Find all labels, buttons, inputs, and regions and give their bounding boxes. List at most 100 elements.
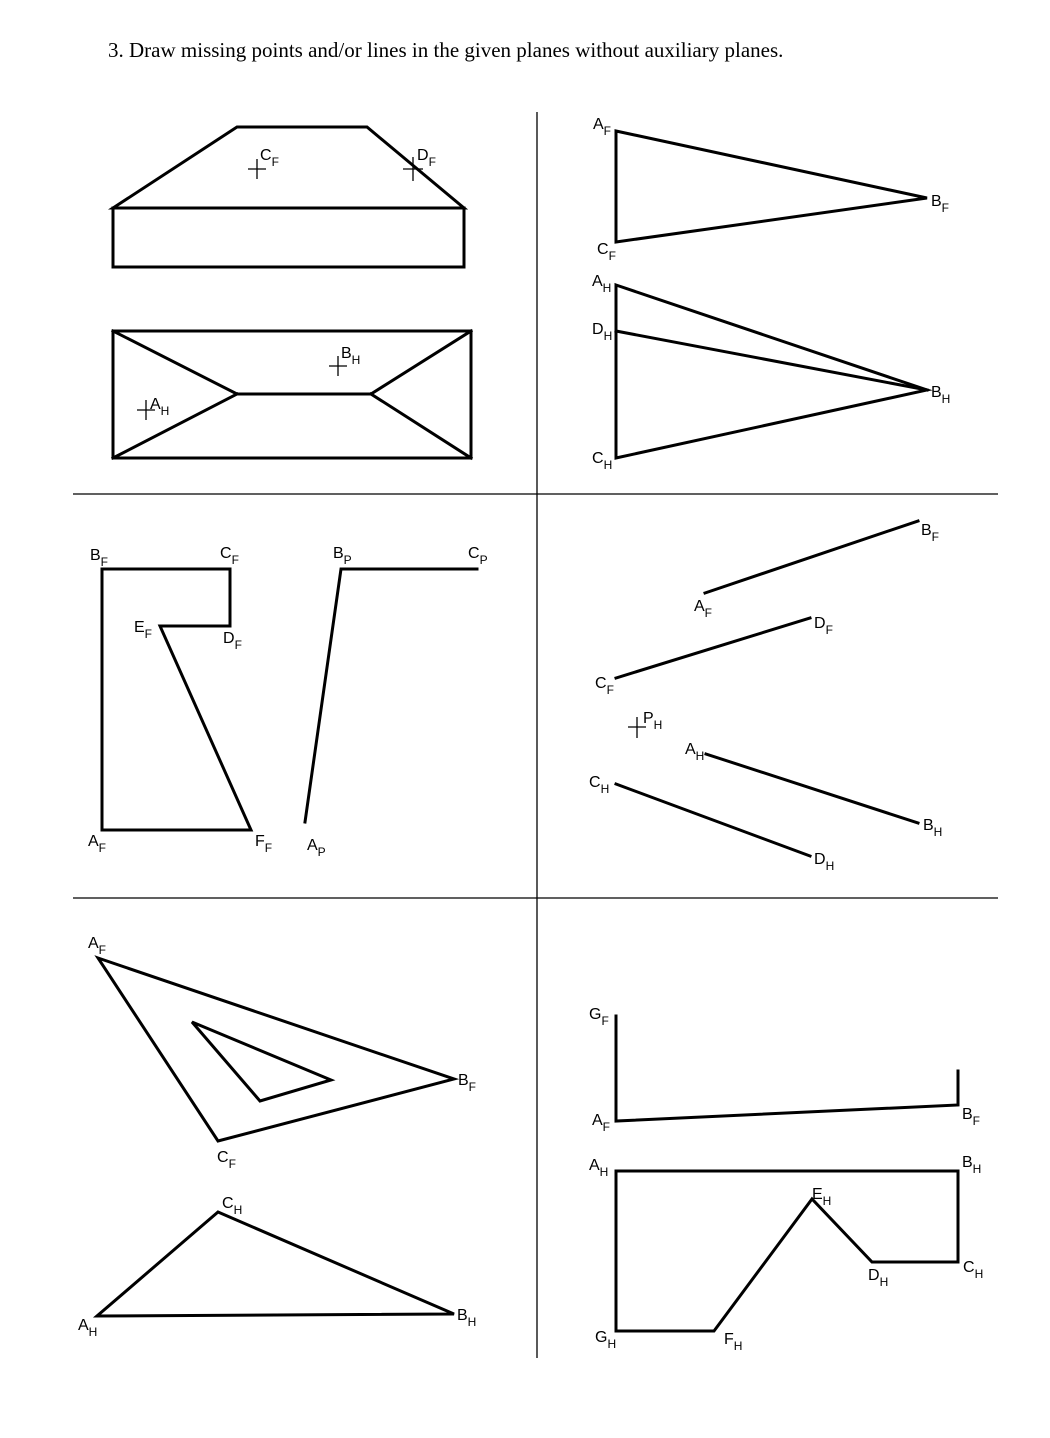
- svg-text:DH: DH: [592, 321, 612, 343]
- p3-front-polygon: [100, 567, 254, 832]
- p5-front-inner-triangle: [190, 1020, 336, 1103]
- p2-ch-label: C: [592, 450, 604, 467]
- svg-text:AF: AF: [592, 1112, 610, 1134]
- p4-af-label: A: [694, 598, 705, 615]
- p5-front-outer-triangle: [94, 955, 460, 1143]
- svg-text:FF: FF: [255, 833, 272, 855]
- p2-bh-label: B: [931, 384, 942, 401]
- p4-ch-label: C: [589, 774, 601, 791]
- p6-top-polygon: [614, 1169, 960, 1333]
- p4-df-label: D: [814, 615, 826, 632]
- svg-text:BH: BH: [457, 1307, 476, 1329]
- panel-3: BF CF EF DF AF FF BP CP AP: [88, 545, 488, 859]
- svg-text:AP: AP: [307, 837, 326, 859]
- p5-ch-label: C: [222, 1195, 234, 1212]
- svg-text:CF: CF: [597, 241, 616, 263]
- svg-text:AH: AH: [589, 1157, 608, 1179]
- panel-5: AF BF CF CH AH BH: [78, 935, 476, 1339]
- p6-front-polyline: [614, 1014, 960, 1123]
- svg-text:AF: AF: [694, 598, 712, 620]
- svg-text:BF: BF: [458, 1072, 476, 1094]
- p3-cf-label: C: [220, 545, 232, 562]
- p5-ah-label: A: [78, 1317, 89, 1334]
- p4-ah-label: A: [685, 741, 696, 758]
- p3-bf-label: B: [90, 547, 101, 564]
- p6-ch-label: C: [963, 1259, 975, 1276]
- p6-bf-label: B: [962, 1106, 973, 1123]
- p4-top-line-cd: [614, 782, 812, 858]
- svg-text:DF: DF: [417, 147, 436, 169]
- p6-gf-label: G: [589, 1006, 601, 1023]
- svg-text:BH: BH: [923, 817, 942, 839]
- p5-top-triangle: [92, 1210, 455, 1318]
- p1-bh-label: B: [341, 345, 352, 362]
- p4-top-line-ab: [704, 752, 920, 825]
- p1-cf-label: C: [260, 147, 272, 164]
- p3-df-label: D: [223, 630, 235, 647]
- p1-df-label: D: [417, 147, 429, 164]
- panel-2: AF BF CF AH DH BH CH: [592, 116, 950, 472]
- panel-6: G F AF BF AH BH EH CH DH GH FH: [589, 1006, 983, 1353]
- svg-text:AH: AH: [78, 1317, 97, 1339]
- svg-text:CH: CH: [222, 1195, 242, 1217]
- p5-bf-label: B: [458, 1072, 469, 1089]
- svg-text:DH: DH: [814, 851, 834, 873]
- p1-ah-label: A: [150, 396, 161, 413]
- p3-ff-label: F: [255, 833, 265, 850]
- p4-front-line-ab: [703, 519, 920, 595]
- p6-fh-label: F: [724, 1331, 734, 1348]
- p2-ah-label: A: [592, 273, 603, 290]
- p1-top-lower-right-edge: [368, 391, 474, 461]
- panel-1: CF DF BH AH: [107, 125, 474, 461]
- p5-bh-label: B: [457, 1307, 468, 1324]
- svg-text:CP: CP: [468, 545, 488, 567]
- p4-bh-label: B: [923, 817, 934, 834]
- svg-text:CF: CF: [217, 1149, 236, 1171]
- svg-text:DF: DF: [814, 615, 833, 637]
- p1-front-base: [111, 206, 466, 269]
- p3-profile-lines: [303, 567, 479, 824]
- svg-text:CH: CH: [589, 774, 609, 796]
- p6-bh-label: B: [962, 1154, 973, 1171]
- p6-dh-label: D: [868, 1267, 880, 1284]
- p3-ap-label: A: [307, 837, 318, 854]
- svg-text:BF: BF: [962, 1106, 980, 1128]
- svg-text:EF: EF: [134, 619, 152, 641]
- svg-text:AH: AH: [592, 273, 611, 295]
- svg-text:PH: PH: [643, 710, 662, 732]
- svg-text:DH: DH: [868, 1267, 888, 1289]
- svg-text:DF: DF: [223, 630, 242, 652]
- p1-ah-point: AH: [137, 396, 169, 420]
- p2-af-label: A: [593, 116, 604, 133]
- svg-text:EH: EH: [812, 1186, 831, 1208]
- svg-text:CH: CH: [592, 450, 612, 472]
- p5-af-label: A: [88, 935, 99, 952]
- p3-af-label: A: [88, 833, 99, 850]
- svg-text:BH: BH: [341, 345, 360, 367]
- p1-bh-point: BH: [329, 345, 360, 376]
- svg-text:GH: GH: [595, 1329, 616, 1351]
- svg-text:CF: CF: [220, 545, 239, 567]
- p2-bf-label: B: [931, 193, 942, 210]
- svg-text:FH: FH: [724, 1331, 742, 1353]
- p1-top-outline: [111, 329, 473, 460]
- panel-grid: [73, 112, 998, 1358]
- svg-text:CF: CF: [595, 675, 614, 697]
- p5-cf-label: C: [217, 1149, 229, 1166]
- p1-df-point: DF: [403, 147, 436, 181]
- p6-af-label: A: [592, 1112, 603, 1129]
- p3-ef-label: E: [134, 619, 145, 636]
- p4-bf-label: B: [921, 522, 932, 539]
- svg-text:CF: CF: [260, 147, 279, 169]
- svg-text:CH: CH: [963, 1259, 983, 1281]
- p4-front-line-cd: [614, 616, 812, 680]
- p1-top-lower-left-edge: [110, 391, 240, 461]
- p1-top-upper-edges: [110, 328, 474, 396]
- p2-cf-label: C: [597, 241, 609, 258]
- svg-text:BP: BP: [333, 545, 352, 567]
- svg-text:BF: BF: [921, 522, 939, 544]
- p1-front-top-face: [107, 125, 469, 210]
- svg-text:BH: BH: [962, 1154, 981, 1176]
- p2-top-dh-bh-line: [614, 329, 929, 392]
- svg-text:AF: AF: [593, 116, 611, 138]
